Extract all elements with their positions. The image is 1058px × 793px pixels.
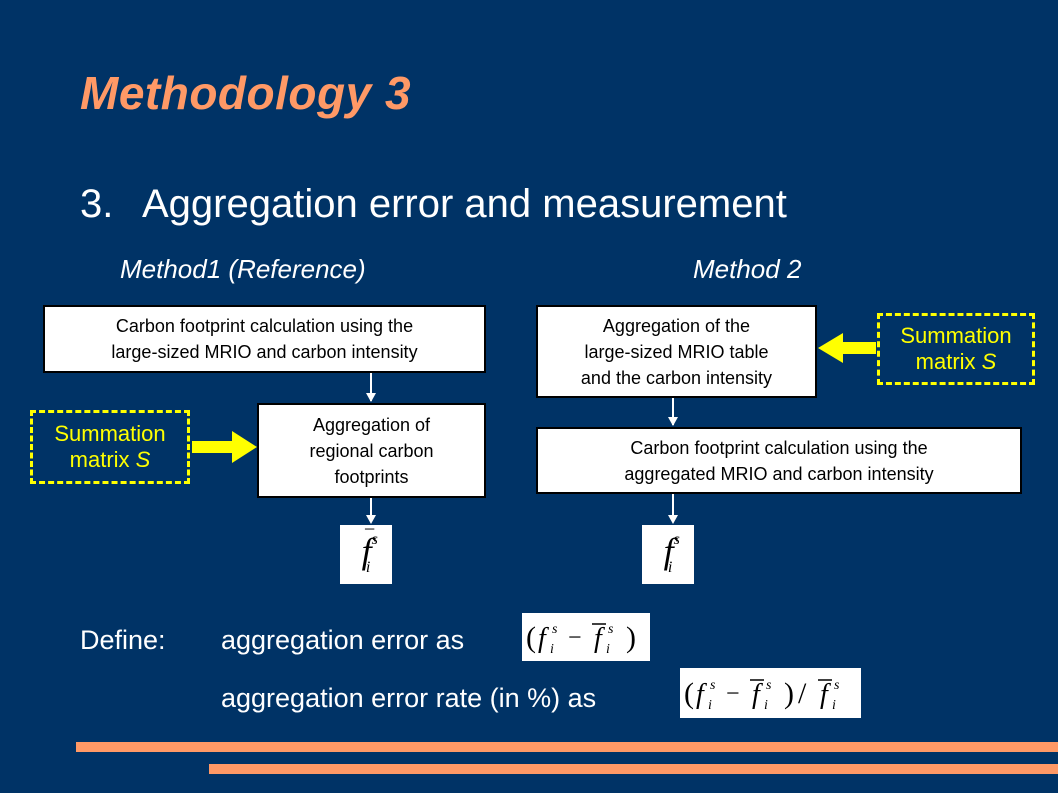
method1-calculation-box: Carbon footprint calculation using the l… (43, 305, 486, 373)
method1-result-symbol: ‾ fsi (340, 525, 392, 584)
method1-aggregation-box: Aggregation of regional carbon footprint… (257, 403, 486, 498)
svg-text:f: f (538, 623, 549, 654)
method1-result-sub: i (365, 558, 371, 576)
method1-summation-arrow (192, 431, 257, 463)
method2-summation-line1: Summation (900, 323, 1012, 348)
method1-calculation-label: Carbon footprint calculation using the l… (111, 316, 418, 362)
aggregation-error-text: aggregation error as (221, 625, 465, 655)
svg-text:s: s (552, 622, 558, 637)
aggregation-error-rate-formula: ( f s i − f s i ) / f s i (680, 668, 861, 718)
svg-text:s: s (710, 678, 716, 693)
method2-aggregation-label: Aggregation of the large-sized MRIO tabl… (580, 315, 773, 388)
svg-text:f: f (594, 623, 605, 654)
svg-text:i: i (832, 698, 836, 713)
method1-result-sup: s (371, 531, 378, 549)
svg-text:f: f (752, 679, 763, 710)
aggregation-error-rate-formula-drawing: ( f s i − f s i ) / f s i (684, 677, 840, 713)
method2-calculation-label: Carbon footprint calculation using the a… (624, 437, 934, 484)
section-heading: 3. Aggregation error and measurement (80, 182, 787, 227)
method2-calculation-box: Carbon footprint calculation using the a… (536, 427, 1022, 494)
method1-aggregation-label: Aggregation of regional carbon footprint… (309, 414, 434, 487)
page-title: Methodology 3 (80, 67, 412, 119)
svg-text:s: s (766, 678, 772, 693)
decorative-bar-top (76, 742, 1058, 752)
svg-text:): ) (626, 621, 636, 654)
method1-result-letter: f (361, 531, 372, 572)
method2-summation-symbol: S (981, 349, 997, 374)
method1-summation-line1: Summation (54, 421, 166, 446)
method1-summation-symbol: S (135, 447, 151, 472)
method2-result-symbol: fsi (642, 525, 694, 584)
method2-label: Method 2 (693, 254, 802, 284)
svg-text:f: f (696, 679, 707, 710)
method2-arrowhead-1 (668, 417, 678, 426)
method1-summation-line2: matrix (69, 447, 136, 472)
svg-text:i: i (550, 642, 554, 657)
aggregation-error-formula: ( f s i − f s i ) (522, 613, 650, 661)
method2-aggregation-box: Aggregation of the large-sized MRIO tabl… (536, 305, 817, 398)
define-label: Define: (80, 625, 166, 655)
svg-text:(: ( (684, 677, 694, 710)
svg-text:s: s (834, 678, 840, 693)
method1-arrowhead-2 (366, 515, 376, 524)
svg-text:): ) (784, 677, 794, 710)
section-heading-text: Aggregation error and measurement (142, 182, 787, 226)
svg-text:i: i (606, 642, 610, 657)
method2-result-letter: f (663, 531, 674, 572)
aggregation-error-formula-drawing: ( f s i − f s i ) (526, 621, 636, 657)
method1-label: Method1 (Reference) (120, 254, 366, 284)
svg-text:f: f (820, 679, 831, 710)
svg-text:/: / (798, 677, 807, 710)
svg-text:−: − (726, 681, 740, 707)
method2-summation-matrix-box: Summation matrix S (877, 313, 1035, 385)
svg-text:i: i (764, 698, 768, 713)
method1-summation-matrix-box: Summation matrix S (30, 410, 190, 484)
decorative-bar-bottom (209, 764, 1058, 774)
method2-summation-line2: matrix (915, 349, 982, 374)
svg-text:(: ( (526, 621, 536, 654)
method2-result-sub: i (667, 558, 673, 576)
method2-result-sup: s (673, 531, 680, 549)
method1-arrowhead-1 (366, 393, 376, 402)
svg-text:s: s (608, 622, 614, 637)
method2-summation-arrow (818, 333, 876, 363)
svg-text:i: i (708, 698, 712, 713)
svg-text:−: − (568, 625, 582, 651)
method2-arrowhead-2 (668, 515, 678, 524)
aggregation-error-rate-text: aggregation error rate (in %) as (221, 683, 597, 713)
section-number: 3. (80, 182, 114, 226)
